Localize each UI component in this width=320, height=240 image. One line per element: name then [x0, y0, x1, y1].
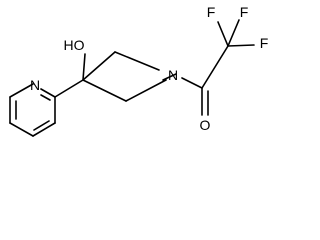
bond — [227, 44, 255, 47]
double-bond-inner — [33, 120, 50, 131]
bond — [32, 122, 56, 137]
bond — [9, 83, 34, 98]
bond — [162, 73, 177, 81]
double-bond-inner — [40, 94, 51, 101]
atom-label-f2: F — [240, 4, 249, 20]
bond — [227, 19, 240, 47]
pyridine-ring — [9, 83, 56, 137]
molecule-structure: F F F HO N N O — [9, 4, 269, 137]
azetidine-ring — [82, 51, 177, 102]
bond — [82, 51, 116, 81]
atom-label-f1: F — [207, 4, 216, 20]
bond — [9, 122, 34, 137]
bond — [40, 88, 56, 98]
bond — [82, 79, 127, 102]
bond — [181, 77, 203, 89]
bond — [201, 45, 229, 89]
bond — [54, 79, 84, 98]
bond — [114, 51, 160, 71]
atom-label-carbonyl-oxygen: O — [200, 117, 211, 133]
atom-label-hydroxyl: HO — [64, 37, 85, 53]
bond — [82, 53, 86, 81]
bond — [125, 79, 167, 102]
bond — [217, 21, 229, 47]
atom-label-azetidine-nitrogen: N — [168, 67, 178, 83]
atom-label-pyridine-nitrogen: N — [30, 77, 40, 93]
atom-label-f3: F — [260, 35, 269, 51]
